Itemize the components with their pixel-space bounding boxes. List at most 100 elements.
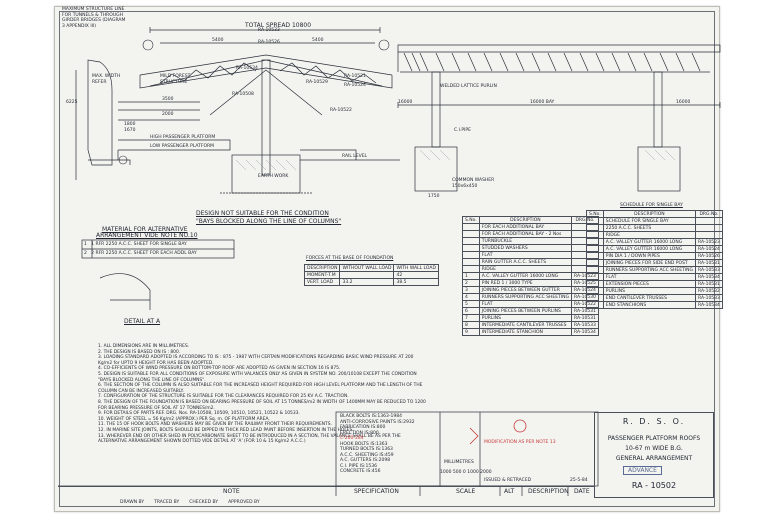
issued-note: ISSUED & RETRACED — [484, 478, 532, 483]
title-line-3: GENERAL ARRANGEMENT — [615, 455, 693, 462]
forces-title: FORCES AT THE BASE OF FOUNDATION — [306, 256, 394, 261]
dim-label: 5400 — [312, 38, 324, 43]
table-row: FOR EACH ADDITIONAL BAY - 2 Nos — [462, 230, 599, 238]
note-label: NOTE — [223, 488, 240, 495]
total-spread-dim: TOTAL SPREAD 10800 — [245, 22, 312, 29]
spec-item: C.I. PIPE IS:1536 — [340, 463, 377, 469]
description-label: DESCRIPTION — [528, 488, 569, 495]
elev-dim: 1670 — [124, 128, 136, 133]
ra-ref: RA-10534 — [236, 66, 258, 71]
label-washer: COMMON WASHER — [452, 178, 495, 183]
schedule-title: SCHEDULE FOR SINGLE BAY — [620, 203, 683, 208]
label-structure: STRUCTURE — [160, 80, 188, 85]
detail-a-label: DETAIL AT A — [124, 318, 161, 325]
ra-ref: RA-10508 — [232, 92, 254, 97]
revision-note: MODIFICATION AS PER NOTE 13 — [484, 440, 556, 445]
alt-row: 2 2 RFR 2250 A.C.C. SHEET FOR EACH ADDL … — [84, 251, 197, 256]
spec-item: TURNED BOLTS IS:1363 — [340, 447, 393, 452]
spec-item: CONCRETE IS:456 — [340, 469, 381, 474]
ra-ref: RA-10522 — [330, 108, 352, 113]
spec-item: BLACK BOLTS IS:1363-1984 — [340, 414, 402, 419]
tunnel-note: MAXIMUM STRUCTURE LINE FOR TUNNELS & THR… — [62, 7, 126, 29]
elev-dim: 2000 — [162, 112, 174, 117]
table-row: TURNBUCKLE — [462, 237, 599, 245]
millimetres-label: MILLIMETRES — [444, 460, 474, 465]
org-name: R. D. S. O. — [622, 417, 686, 426]
table-row: FLAT — [462, 251, 599, 259]
label-low-platform: LOW PASSENGER PLATFORM — [150, 144, 215, 149]
elev-dim: 1800 — [124, 122, 136, 127]
issued-date: 25-5-84 — [570, 478, 588, 483]
ra-ref: RA-10526 — [258, 40, 280, 45]
signature-row: DRAWN BY TRACED BY CHECKED BY APPROVED B… — [120, 500, 260, 505]
elev-dim: 6225 — [66, 100, 78, 105]
table-row: SCHEDULE FOR SINGLE BAY — [586, 217, 723, 225]
bay-dim: 16000 — [676, 100, 691, 105]
label-max-width: MAX. WIDTH — [92, 74, 121, 79]
spec-list: BLACK BOLTS IS:1363-1984 ANTI-CORROSIVE … — [340, 414, 415, 475]
label-welded-purlin: WELDED LATTICE PURLIN — [440, 84, 497, 89]
table-row: FOR EACH ADDITIONAL BAY — [462, 223, 599, 231]
title-line-1: PASSENGER PLATFORM ROOFS — [607, 435, 701, 442]
ra-ref: RA-10533 — [258, 28, 280, 33]
label-ci-pipe: C.I.PIPE — [454, 128, 471, 133]
table-row: RIDGE — [462, 265, 599, 273]
ra-ref: RA-10521 — [344, 74, 366, 79]
table-row: RAIN GUTTER A.C.C. SHEETS — [462, 258, 599, 266]
alt-label: ALT — [504, 488, 515, 495]
specification-label: SPECIFICATION — [354, 488, 399, 495]
elev-dim: 3500 — [162, 97, 174, 102]
spec-item: ANTI-CORROSIVE PAINTS IS:2932 — [340, 419, 415, 425]
alt-material-subtitle: ARRANGEMENT VIDE NOTE NO.10 — [96, 232, 198, 239]
advance-stamp: ADVANCE — [623, 466, 662, 475]
ra-ref: RA-10524 — [344, 83, 366, 88]
ra-ref: RA-10529 — [306, 80, 328, 85]
date-label: DATE — [574, 488, 590, 495]
dim-1750: 1750 — [428, 194, 440, 199]
alt-row: 1 1 RFR 2250 A.C.C. SHEET FOR SINGLE BAY — [84, 242, 187, 247]
spec-item: ERECTION IS:800 — [340, 430, 379, 436]
table-row: RIDGE — [586, 231, 723, 239]
design-note-2: "BAYS BLOCKED ALONG THE LINE OF COLUMNS" — [196, 218, 342, 225]
general-notes: 1. ALL DIMENSIONS ARE IN MILLIMETRES. 2.… — [98, 344, 426, 445]
label-earth-work: EARTH WORK — [258, 174, 289, 179]
title-block: R. D. S. O. PASSENGER PLATFORM ROOFS 10-… — [594, 412, 714, 498]
scale-values: 1000 500 0 1000 2000 — [440, 470, 492, 475]
drawing-number: RA - 10502 — [631, 481, 677, 490]
spec-stamp: C-200-284 — [340, 436, 364, 441]
scale-label: SCALE — [456, 488, 476, 495]
bottom-title-bar: NOTE SPECIFICATION SCALE ALT DESCRIPTION… — [58, 486, 594, 497]
bay-dim: 16000 — [398, 100, 413, 105]
label-high-platform: HIGH PASSENGER PLATFORM — [150, 135, 216, 140]
alt-material-title: MATERIAL FOR ALTERNATIVE — [102, 226, 188, 233]
bay-dim: 16000 BAY — [530, 100, 555, 105]
label-refer: REFER — [92, 80, 107, 85]
label-mild-forest: MILD FOREST — [160, 74, 191, 79]
label-rail-level: RAIL LEVEL — [342, 154, 368, 159]
design-note-1: DESIGN NOT SUITABLE FOR THE CONDITION — [196, 210, 329, 217]
table-row: STUDDED WASHERS — [462, 244, 599, 252]
spec-item: FABRICATION IS:800 — [340, 425, 386, 430]
